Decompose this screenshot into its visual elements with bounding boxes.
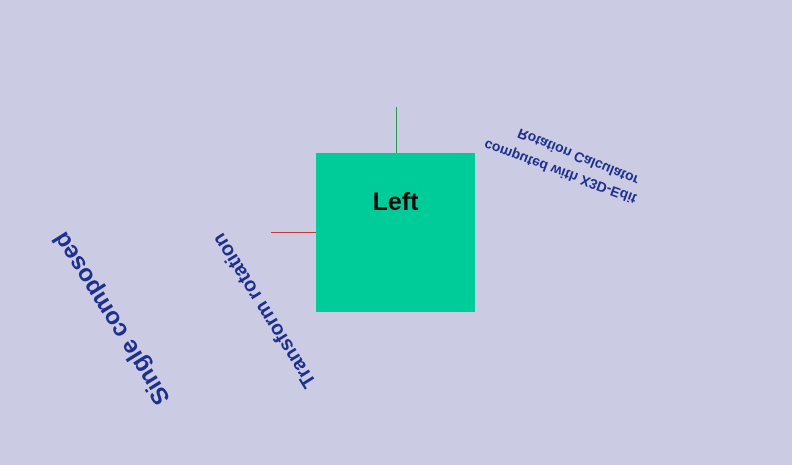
transform-rotation-text: Transform rotation: [208, 229, 322, 392]
face-label: Left: [372, 188, 419, 216]
left-face-box: Left: [316, 153, 475, 312]
x-axis-line: [271, 232, 317, 233]
single-composed-text: Single composed: [47, 226, 176, 410]
y-axis-line: [396, 107, 397, 153]
